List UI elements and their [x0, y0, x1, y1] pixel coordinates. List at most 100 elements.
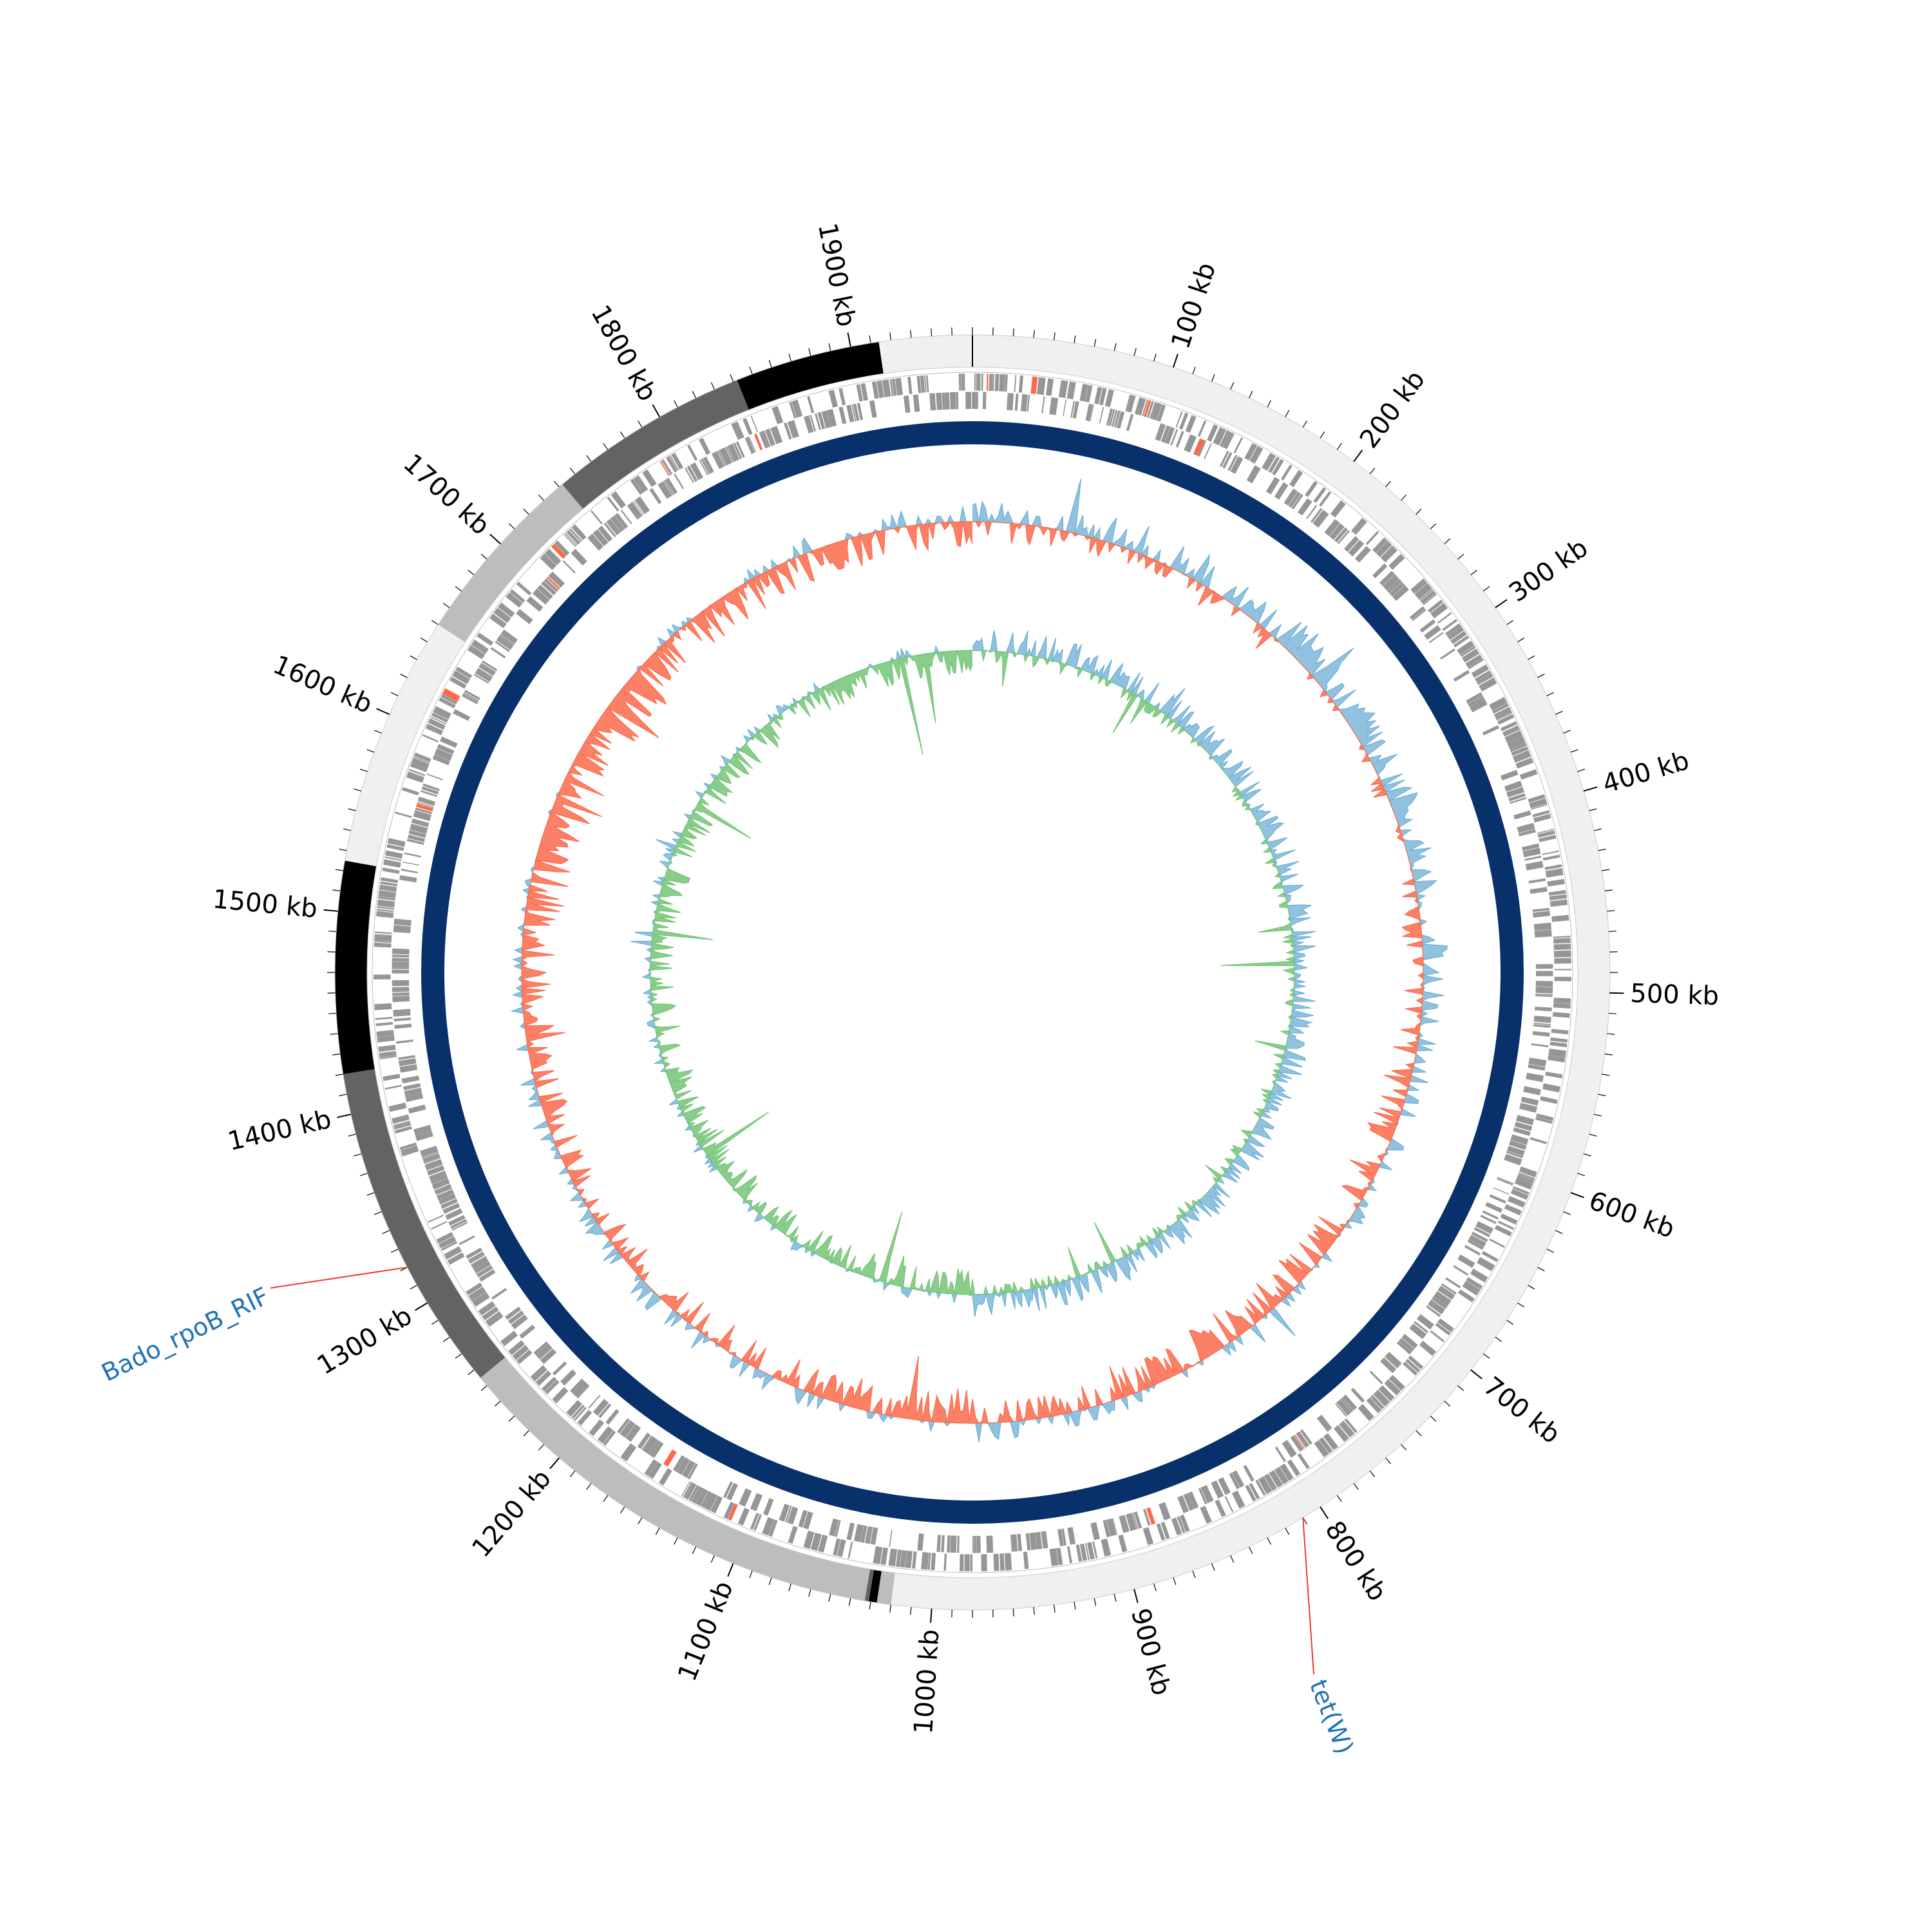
gene-feature [1222, 452, 1233, 469]
minor-tick [1267, 400, 1271, 408]
gene-feature [597, 1426, 614, 1444]
gene-feature [1354, 545, 1371, 563]
minor-tick [1589, 1133, 1597, 1137]
major-tick [489, 533, 501, 545]
gene-feature [750, 1493, 763, 1511]
gene-feature [436, 1189, 455, 1200]
minor-tick [638, 420, 643, 428]
gene-feature [436, 1231, 454, 1244]
gene-feature [1553, 1003, 1571, 1009]
gene-feature [1218, 1477, 1231, 1495]
gene-feature [554, 540, 570, 556]
minor-tick [1608, 931, 1616, 933]
gene-feature [820, 1535, 828, 1553]
gene-feature [378, 1045, 396, 1052]
tick-label: 1200 kb [466, 1464, 557, 1563]
gene-feature [1453, 635, 1470, 648]
gene-feature [1274, 1466, 1289, 1484]
minor-tick [1211, 374, 1215, 382]
gene-feature [727, 444, 740, 462]
gene-feature [889, 1530, 893, 1548]
gene-feature [445, 1208, 463, 1220]
gene-feature [807, 396, 815, 413]
minor-tick [1285, 1528, 1290, 1535]
major-tick [376, 708, 390, 715]
gene-feature [838, 388, 846, 406]
gene-feature [607, 497, 620, 512]
minor-tick [710, 382, 715, 390]
gene-feature [1553, 938, 1571, 944]
gene-feature [473, 674, 489, 684]
minor-tick [339, 1094, 347, 1097]
gene-feature [1532, 1031, 1550, 1037]
gene-feature [1160, 425, 1171, 443]
gene-feature [1227, 455, 1238, 471]
gene-feature [1023, 1551, 1029, 1569]
minor-tick [1528, 1285, 1535, 1290]
annotation-leader-line [1302, 1517, 1314, 1675]
minor-tick [1133, 348, 1137, 356]
minor-tick [1249, 390, 1253, 399]
gene-feature [1007, 393, 1009, 410]
gene-feature [1010, 1534, 1018, 1552]
annotation-label: Bado_rpoB_RIF [97, 1282, 274, 1387]
gene-feature [395, 811, 412, 819]
minor-tick [1302, 420, 1307, 428]
gene-feature [1512, 750, 1531, 763]
gene-feature [509, 589, 526, 603]
gene-feature [422, 783, 440, 791]
gene-feature [1419, 589, 1434, 601]
gene-feature [571, 1405, 585, 1419]
minor-tick [1074, 335, 1076, 343]
minor-tick [569, 468, 576, 475]
gene-feature [1497, 1177, 1514, 1184]
gene-feature [1063, 399, 1067, 417]
gene-feature [394, 1126, 412, 1134]
gene-feature [1535, 987, 1553, 994]
minor-tick [889, 1604, 891, 1613]
gene-feature [958, 374, 961, 391]
gene-feature [1501, 721, 1518, 732]
gene-feature [1142, 399, 1148, 417]
gene-feature [447, 1252, 465, 1265]
gene-feature [1348, 540, 1365, 557]
gene-feature [1233, 437, 1244, 453]
gene-feature [620, 509, 632, 524]
gene-feature [1493, 1187, 1510, 1195]
gene-feature [478, 1301, 496, 1316]
minor-tick [749, 1570, 753, 1578]
gene-feature [627, 502, 643, 520]
gene-feature [687, 465, 698, 482]
gene-feature [1370, 1394, 1385, 1410]
gene-feature [401, 1145, 419, 1157]
gene-feature [907, 376, 913, 394]
gene-feature [1084, 1543, 1090, 1560]
minor-tick [508, 523, 515, 529]
minor-tick [1517, 1302, 1525, 1307]
gene-feature [1480, 1215, 1497, 1224]
minor-tick [603, 442, 609, 450]
gene-feature [1029, 1532, 1037, 1550]
gene-feature [1507, 1146, 1525, 1157]
gene-feature [701, 1491, 712, 1508]
minor-tick [1369, 1470, 1376, 1477]
gene-feature [1548, 1055, 1566, 1063]
minor-tick [1192, 366, 1196, 375]
gene-feature [1089, 404, 1094, 422]
gene-feature [1507, 1196, 1526, 1208]
gene-feature [1230, 456, 1244, 474]
gene-feature [1548, 1048, 1567, 1058]
tick-label: 1600 kb [269, 650, 377, 719]
gene-feature [482, 1306, 499, 1321]
minor-tick [538, 494, 544, 501]
gene-feature [392, 961, 410, 967]
gene-feature [860, 1525, 867, 1543]
gene-feature [659, 460, 670, 477]
major-tick [1320, 1506, 1329, 1519]
minor-tick [1153, 354, 1157, 362]
gene-feature [838, 406, 847, 424]
gene-feature [374, 934, 392, 942]
minor-tick [348, 1133, 356, 1137]
gene-feature [512, 1345, 529, 1361]
minor-tick [749, 366, 753, 375]
